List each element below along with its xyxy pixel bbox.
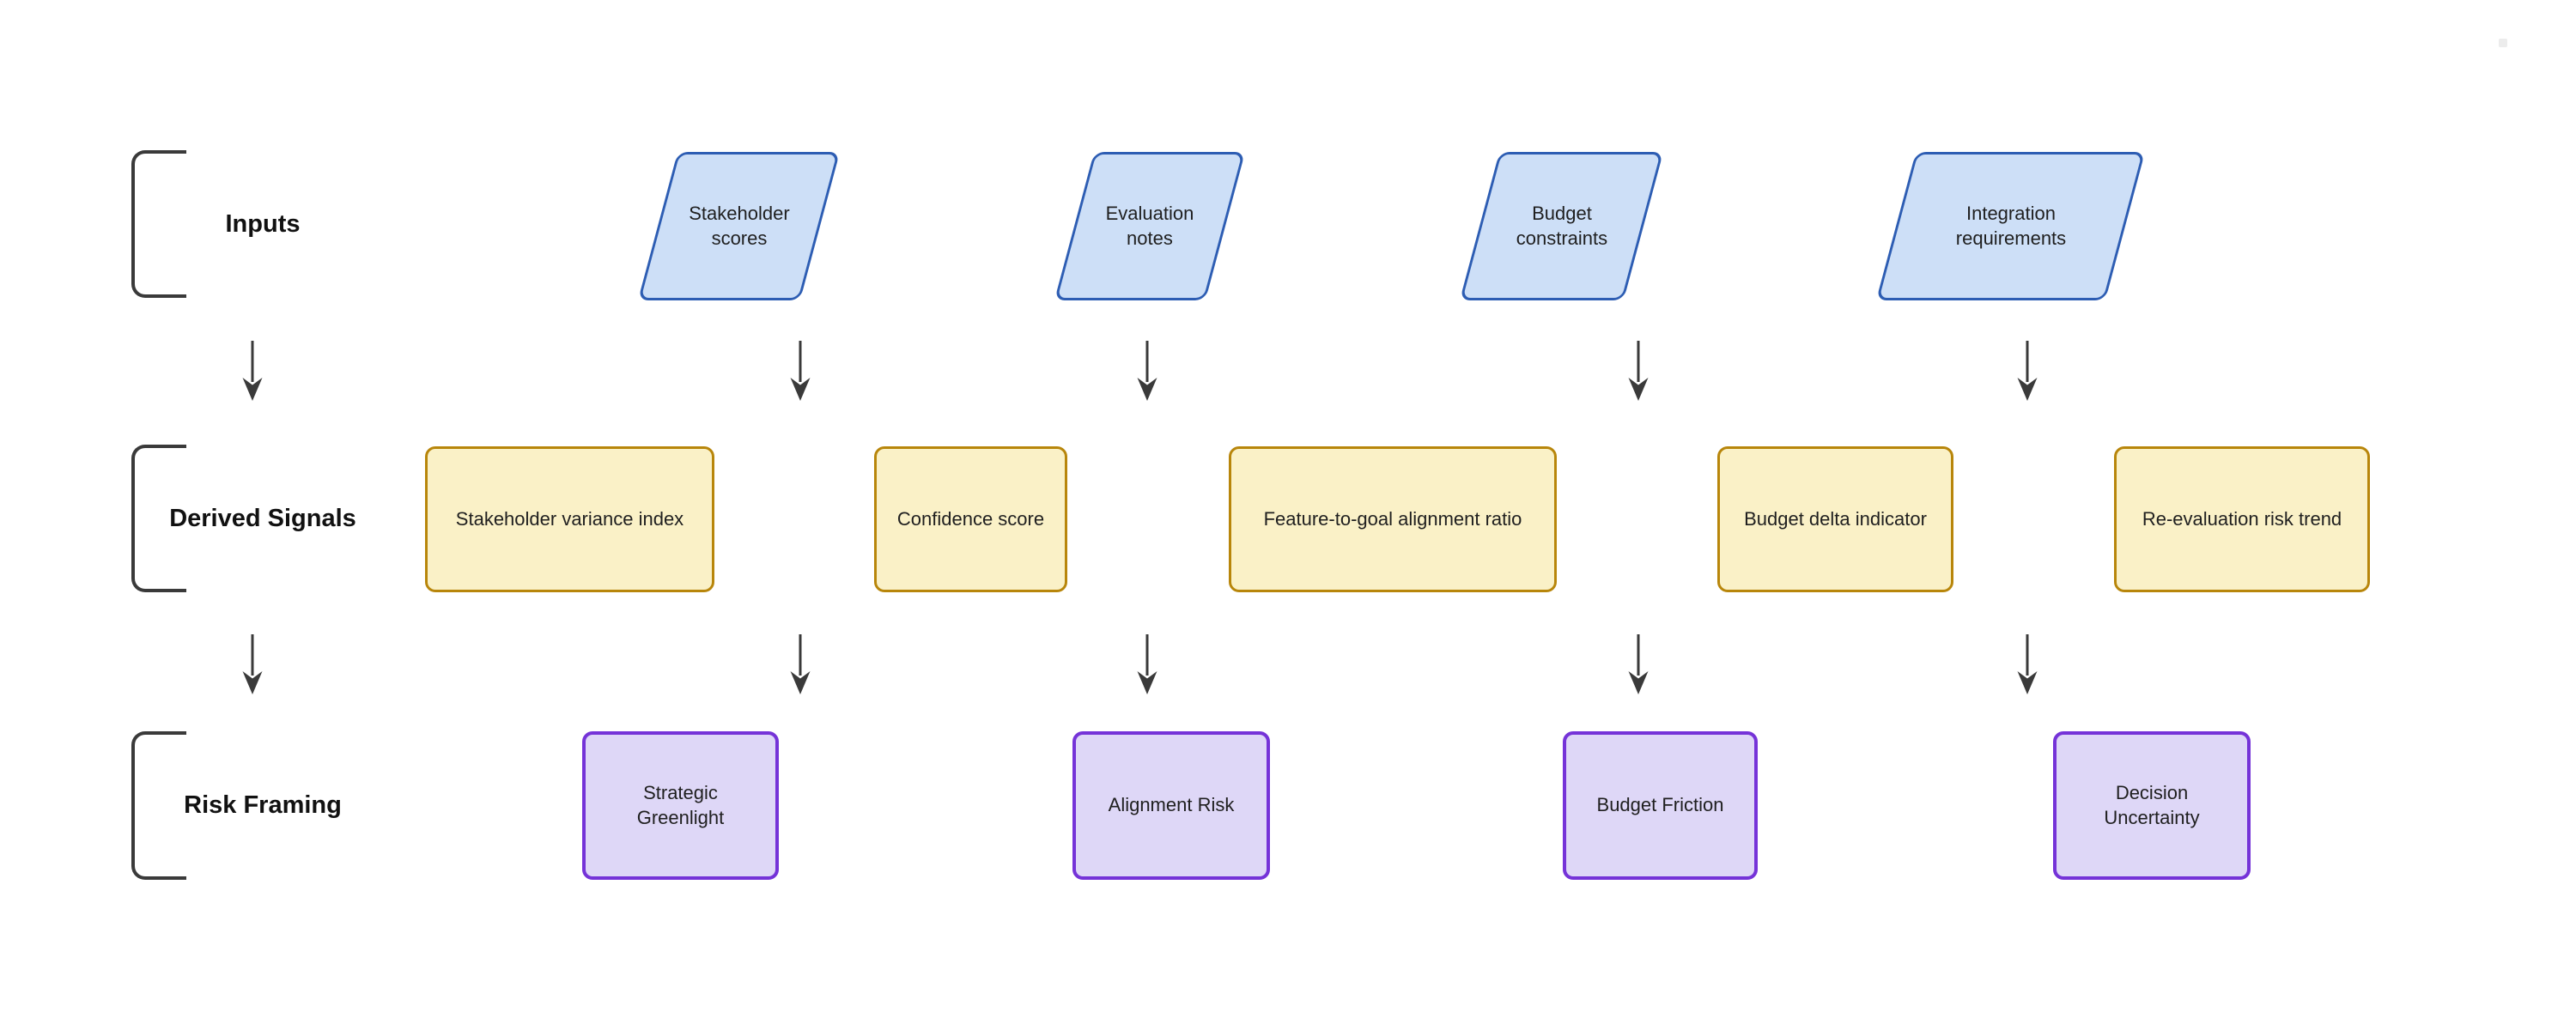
input-node-label: Budget constraints bbox=[1516, 202, 1607, 249]
signal-node-confidence-score: Confidence score bbox=[874, 446, 1067, 592]
risk-node-decision-uncertainty: Decision Uncertainty bbox=[2053, 731, 2251, 880]
risk-node-label: Budget Friction bbox=[1596, 794, 1724, 816]
risk-node-label: Alignment Risk bbox=[1108, 794, 1235, 816]
signal-node-feature-to-goal-alignment-ratio: Feature-to-goal alignment ratio bbox=[1229, 446, 1557, 592]
down-arrow bbox=[787, 339, 814, 403]
risk-node-label: Decision Uncertainty bbox=[2104, 781, 2200, 828]
down-arrow bbox=[239, 339, 266, 403]
input-node-label: Evaluation notes bbox=[1105, 202, 1194, 249]
risk-framing-row-label: Risk Framing bbox=[184, 791, 342, 819]
input-node-stakeholder-scores: Stakeholder scores bbox=[637, 152, 841, 300]
corner-artifact bbox=[2499, 39, 2507, 47]
risk-node-budget-friction: Budget Friction bbox=[1563, 731, 1758, 880]
signal-node-label: Confidence score bbox=[896, 507, 1045, 530]
down-arrow bbox=[2014, 633, 2041, 696]
inputs-row-bracket bbox=[131, 150, 186, 298]
down-arrow bbox=[1133, 633, 1161, 696]
signal-node-label: Stakeholder variance index bbox=[455, 507, 684, 530]
down-arrow bbox=[2014, 339, 2041, 403]
risk-node-label: Strategic Greenlight bbox=[636, 781, 725, 828]
signal-node-label: Budget delta indicator bbox=[1744, 507, 1927, 530]
input-node-label: Stakeholder scores bbox=[688, 202, 790, 249]
signal-node-label: Feature-to-goal alignment ratio bbox=[1263, 507, 1522, 530]
input-node-budget-constraints: Budget constraints bbox=[1459, 152, 1664, 300]
derived-signals-row-label: Derived Signals bbox=[169, 504, 356, 532]
risk-framing-row-bracket bbox=[131, 731, 186, 880]
down-arrow bbox=[787, 633, 814, 696]
down-arrow bbox=[1625, 339, 1652, 403]
signal-node-re-evaluation-risk-trend: Re-evaluation risk trend bbox=[2114, 446, 2370, 592]
risk-node-alignment-risk: Alignment Risk bbox=[1072, 731, 1270, 880]
signal-node-stakeholder-variance-index: Stakeholder variance index bbox=[425, 446, 714, 592]
down-arrow bbox=[1625, 633, 1652, 696]
inputs-row-label: Inputs bbox=[225, 209, 301, 238]
input-node-label: Integration requirements bbox=[1955, 202, 2066, 249]
signal-node-label: Re-evaluation risk trend bbox=[2142, 507, 2342, 530]
down-arrow bbox=[1133, 339, 1161, 403]
input-node-evaluation-notes: Evaluation notes bbox=[1054, 152, 1246, 300]
derived-signals-row-bracket bbox=[131, 445, 186, 592]
risk-node-strategic-greenlight: Strategic Greenlight bbox=[582, 731, 779, 880]
input-node-integration-requirements: Integration requirements bbox=[1875, 152, 2146, 300]
signal-node-budget-delta-indicator: Budget delta indicator bbox=[1717, 446, 1953, 592]
down-arrow bbox=[239, 633, 266, 696]
